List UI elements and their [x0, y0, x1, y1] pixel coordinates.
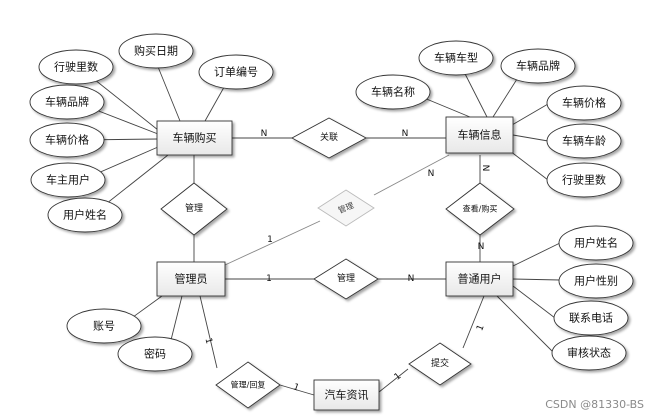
- relationship-reply: [215, 361, 281, 409]
- attribute-shapes: [29, 33, 634, 372]
- relationship-assoc: [291, 117, 367, 159]
- relationship-faded: [317, 189, 375, 227]
- relationship-manage-mid-label: 管理: [337, 272, 355, 284]
- entity-car-news: 汽车资讯: [325, 388, 369, 402]
- relationship-manage-mid: [313, 258, 379, 300]
- relationship-submit: [408, 342, 472, 386]
- cardinality-assoc-info: N: [402, 129, 409, 139]
- attribute-user-name-2: 用户姓名: [574, 236, 618, 250]
- cardinality-manage-user: N: [408, 274, 415, 284]
- cardinality-faded-info: N: [428, 169, 435, 179]
- relationship-view-buy-label: 查看/购买: [463, 204, 498, 214]
- attribute-phone: 联系电话: [569, 312, 613, 325]
- relationship-reply-label: 管理/回复: [231, 380, 266, 390]
- cardinality-submit-user: 1: [475, 323, 486, 332]
- relationship-manage-left: [160, 182, 228, 236]
- attribute-user-name-1: 用户姓名: [63, 208, 107, 222]
- attribute-owner-user: 车主用户: [46, 173, 90, 187]
- faded-connectors: [224, 154, 450, 266]
- relationship-assoc-label: 关联: [320, 131, 338, 143]
- entity-car-purchase: 车辆购买: [173, 131, 217, 145]
- relationship-view-buy: [445, 182, 515, 236]
- attribute-price-2: 车辆价格: [562, 96, 606, 110]
- cardinality-news-submit: 1: [393, 371, 404, 382]
- entity-shapes: [156, 116, 514, 411]
- relationship-shapes: [160, 117, 515, 409]
- attribute-brand-2: 车辆品牌: [516, 59, 560, 73]
- relationship-manage-left-label: 管理: [185, 202, 203, 214]
- cardinality-admin-reply: 1: [202, 337, 213, 345]
- cardinality-info-view: N: [480, 165, 490, 172]
- cardinality-purchase-assoc: N: [261, 129, 268, 139]
- cardinality-admin-faded: 1: [267, 235, 273, 245]
- attribute-brand-1: 车辆品牌: [45, 95, 89, 109]
- entity-car-info: 车辆信息: [458, 128, 502, 142]
- attribute-audit: 审核状态: [567, 346, 611, 360]
- attribute-order-no: 订单编号: [214, 65, 258, 79]
- entity-admin: 管理员: [175, 272, 208, 286]
- attribute-model: 车辆车型: [434, 51, 478, 65]
- attribute-mileage-2: 行驶里数: [562, 173, 606, 187]
- cardinality-view-user: N: [478, 242, 485, 252]
- cardinality-admin-manage: 1: [266, 274, 272, 284]
- attribute-car-name: 车辆名称: [371, 85, 415, 99]
- attribute-purchase-date: 购买日期: [134, 44, 178, 58]
- attribute-mileage-1: 行驶里数: [54, 60, 98, 74]
- watermark: CSDN @81330-BS: [545, 398, 644, 411]
- entity-user: 普通用户: [458, 272, 502, 286]
- attribute-car-age: 车辆车龄: [562, 134, 606, 148]
- attribute-password: 密码: [144, 347, 166, 361]
- attribute-account: 账号: [93, 320, 115, 333]
- cardinality-reply-news: 1: [292, 382, 301, 393]
- relationship-submit-label: 提交: [431, 357, 449, 369]
- attribute-price-1: 车辆价格: [45, 133, 89, 147]
- attribute-gender: 用户性别: [574, 274, 618, 288]
